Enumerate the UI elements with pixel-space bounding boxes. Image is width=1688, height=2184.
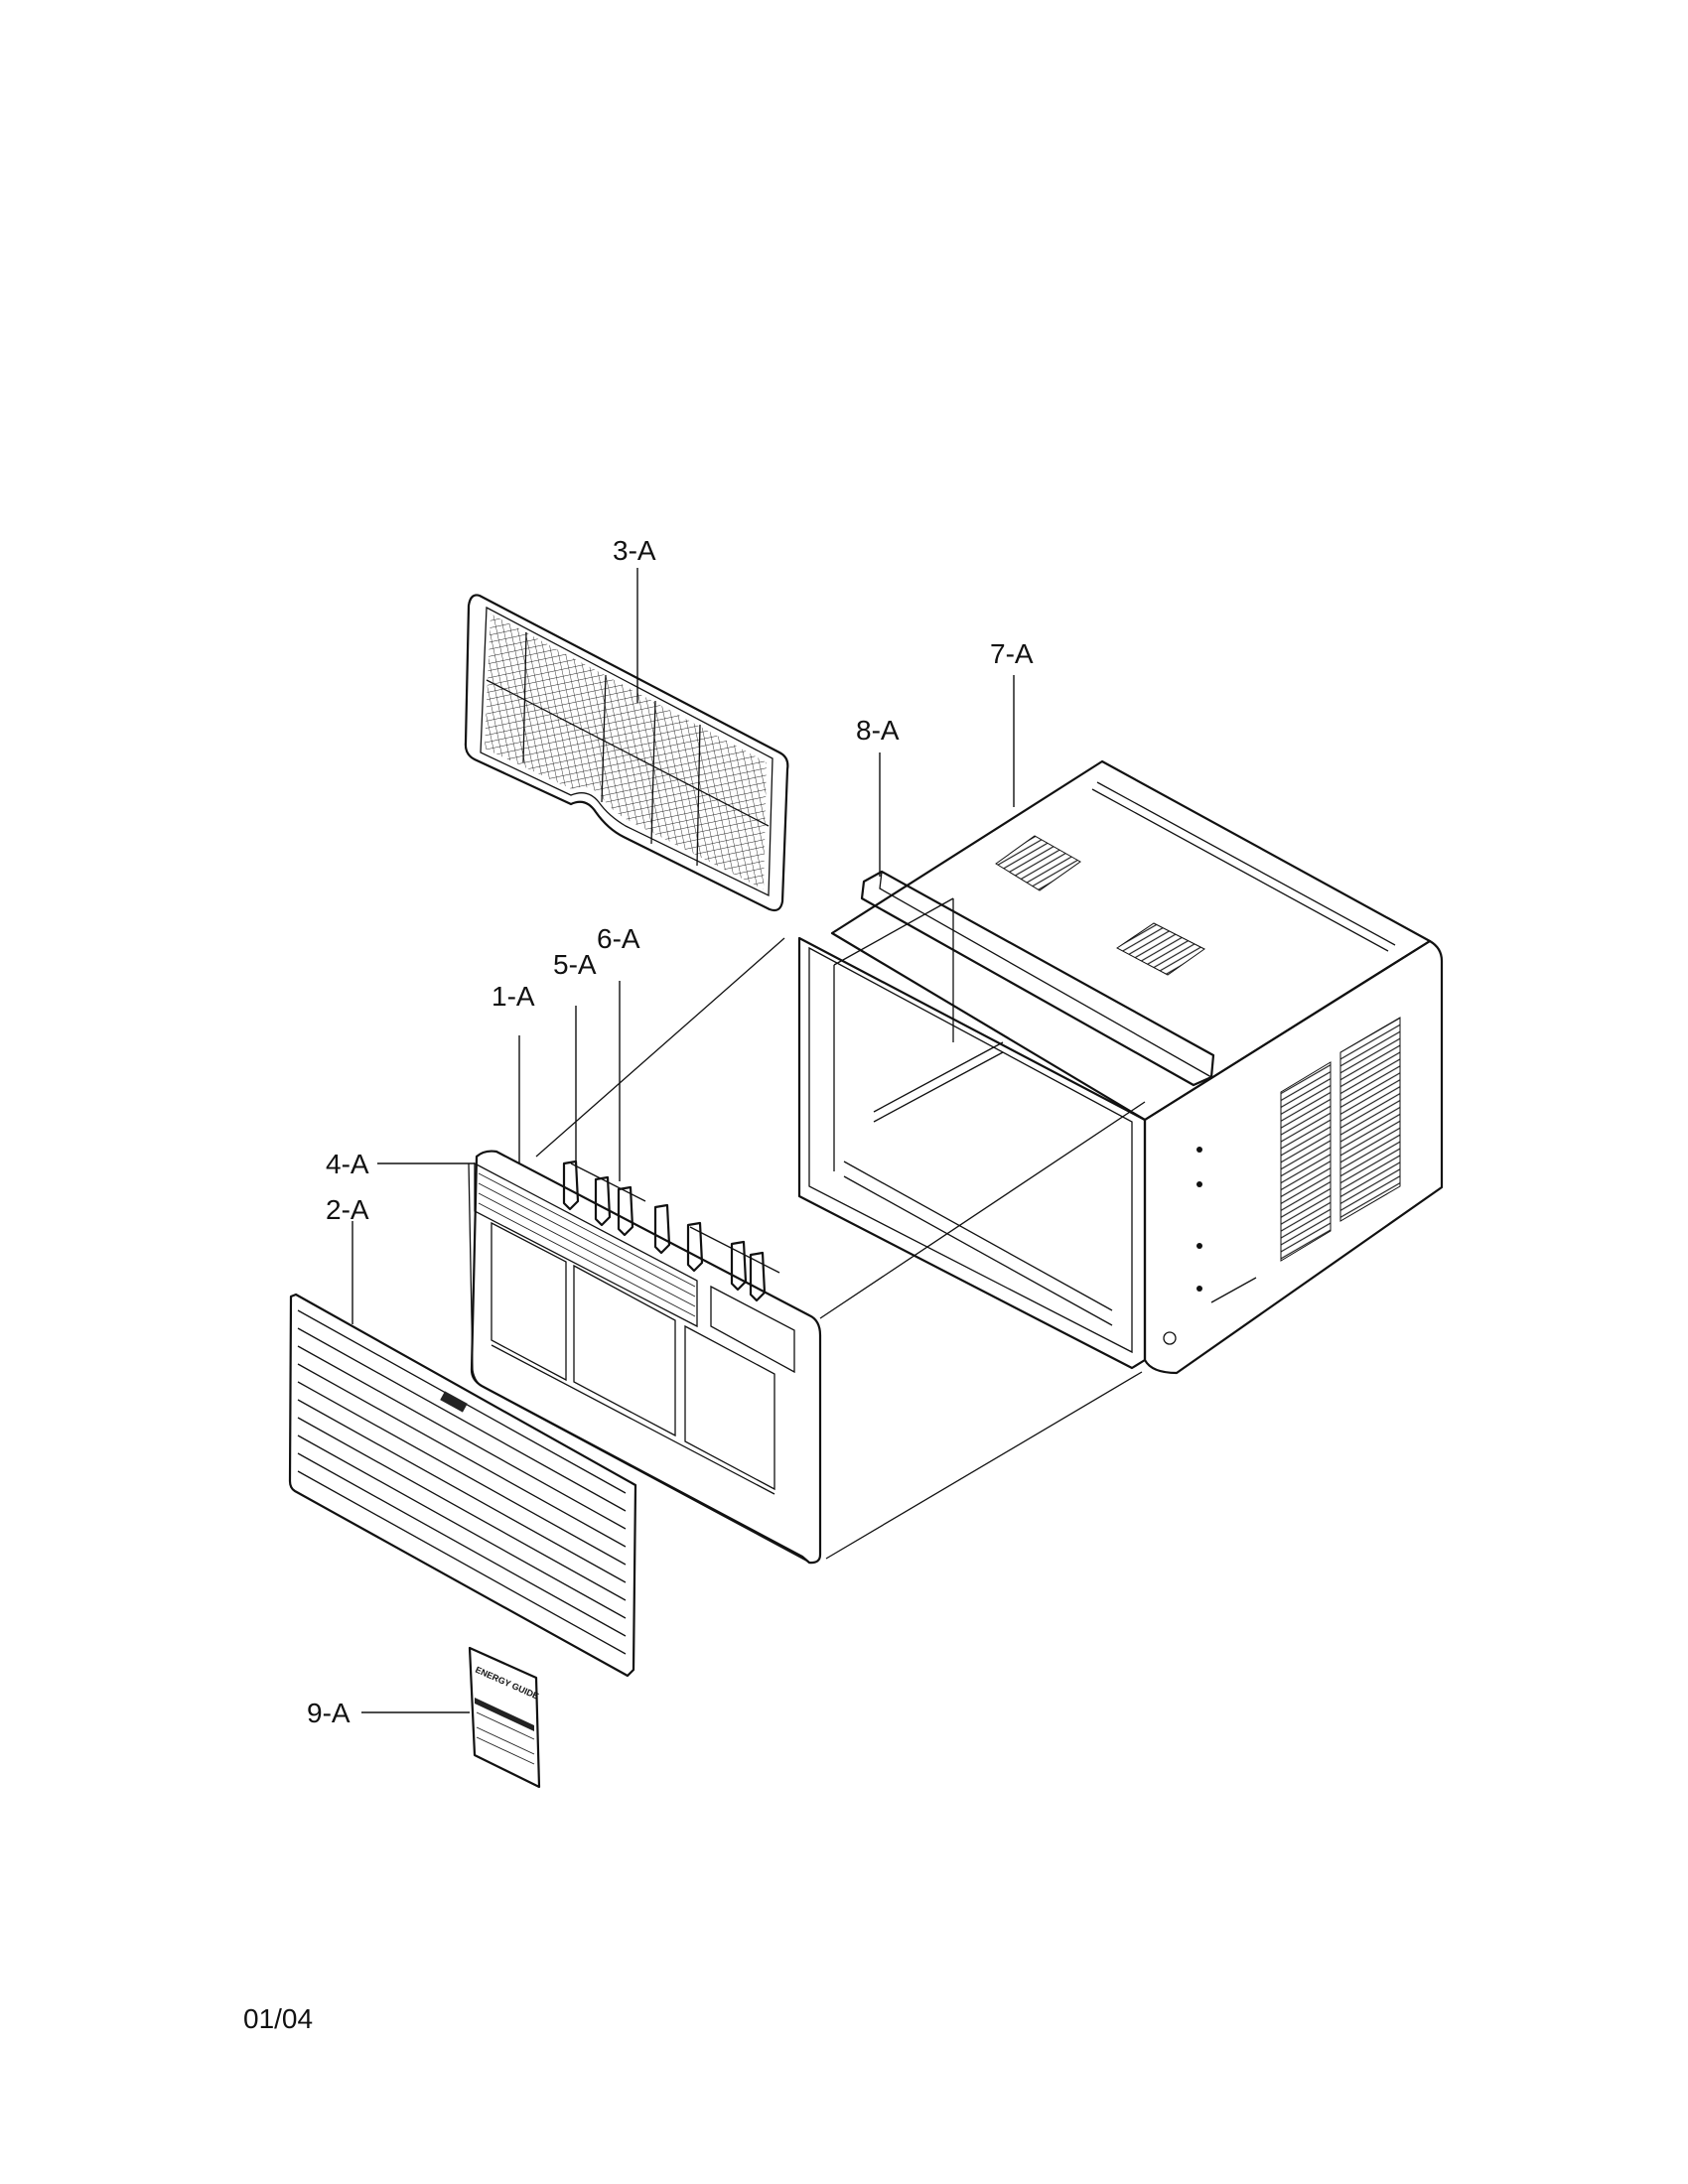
callout-4a: 4-A [326,1149,369,1179]
energy-guide-label-text: ENERGY GUIDE [474,1665,540,1702]
assembly-lines [535,937,1146,1560]
callout-2a: 2-A [326,1194,369,1225]
energy-guide-label-part: ENERGY GUIDE [468,1646,540,1789]
leader-lines [352,568,1015,1713]
callout-8a: 8-A [856,715,900,746]
callout-labels: 3-A 7-A 8-A 6-A 5-A 1-A 4-A 2-A 9-A [307,535,1034,1728]
callout-6a: 6-A [597,923,640,954]
callout-1a: 1-A [492,981,535,1012]
front-grille-part [288,1293,637,1678]
cabinet-part [797,759,1444,1375]
louver-vanes-part [562,1160,780,1302]
front-frame-part [468,1150,822,1565]
callout-5a: 5-A [553,949,597,980]
page-code: 01/04 [243,2003,314,2034]
callout-3a: 3-A [613,535,656,566]
callout-9a: 9-A [307,1698,351,1728]
air-filter-part [464,594,789,912]
top-rail-part [860,870,1215,1087]
callout-7a: 7-A [990,638,1034,669]
